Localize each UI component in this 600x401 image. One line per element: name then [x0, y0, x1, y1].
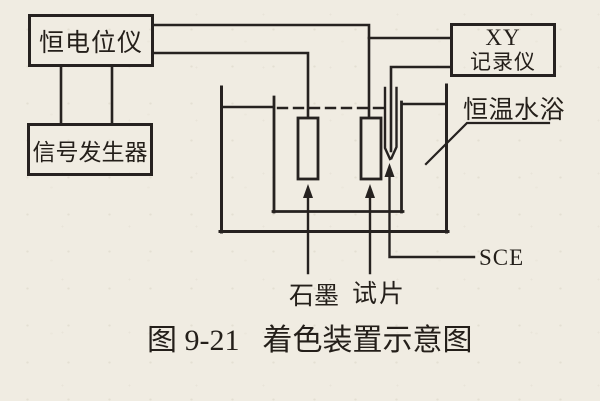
figure-caption-number: 图 9-21 — [147, 324, 240, 357]
sce-leader-line — [388, 174, 476, 259]
sce-tube-right — [389, 86, 398, 160]
water-bath-leader-line — [424, 121, 551, 166]
wire-potentiostat-to-graphite — [152, 51, 310, 120]
specimen-label: 试片 — [352, 281, 407, 308]
signal-generator-label: 信号发生器 — [32, 139, 148, 165]
specimen-electrode — [359, 116, 383, 181]
water-bath-label: 恒温水浴 — [463, 97, 566, 124]
sce-label: SCE — [479, 245, 525, 270]
xy-recorder-box: XY 记录仪 — [450, 23, 556, 77]
graphite-label: 石墨 — [289, 283, 340, 310]
xy-recorder-label-line1: XY — [485, 25, 521, 50]
figure-caption-title: 着色装置示意图 — [262, 324, 473, 357]
potentiostat-box: 恒电位仪 — [28, 14, 154, 67]
specimen-arrowhead — [365, 184, 375, 198]
potentiostat-label: 恒电位仪 — [38, 29, 143, 57]
wire-potentiostat-to-specimen — [152, 23, 371, 120]
signal-generator-box: 信号发生器 — [27, 123, 153, 176]
sce-tube-left — [383, 86, 392, 161]
graphite-electrode — [296, 116, 320, 181]
wire-recorder-to-sce — [389, 65, 452, 153]
xy-recorder-label-line2: 记录仪 — [470, 50, 536, 74]
graphite-arrowhead — [303, 184, 313, 198]
sce-arrowhead — [384, 163, 395, 177]
figure-caption: 图 9-21 着色装置示意图 — [147, 315, 473, 359]
